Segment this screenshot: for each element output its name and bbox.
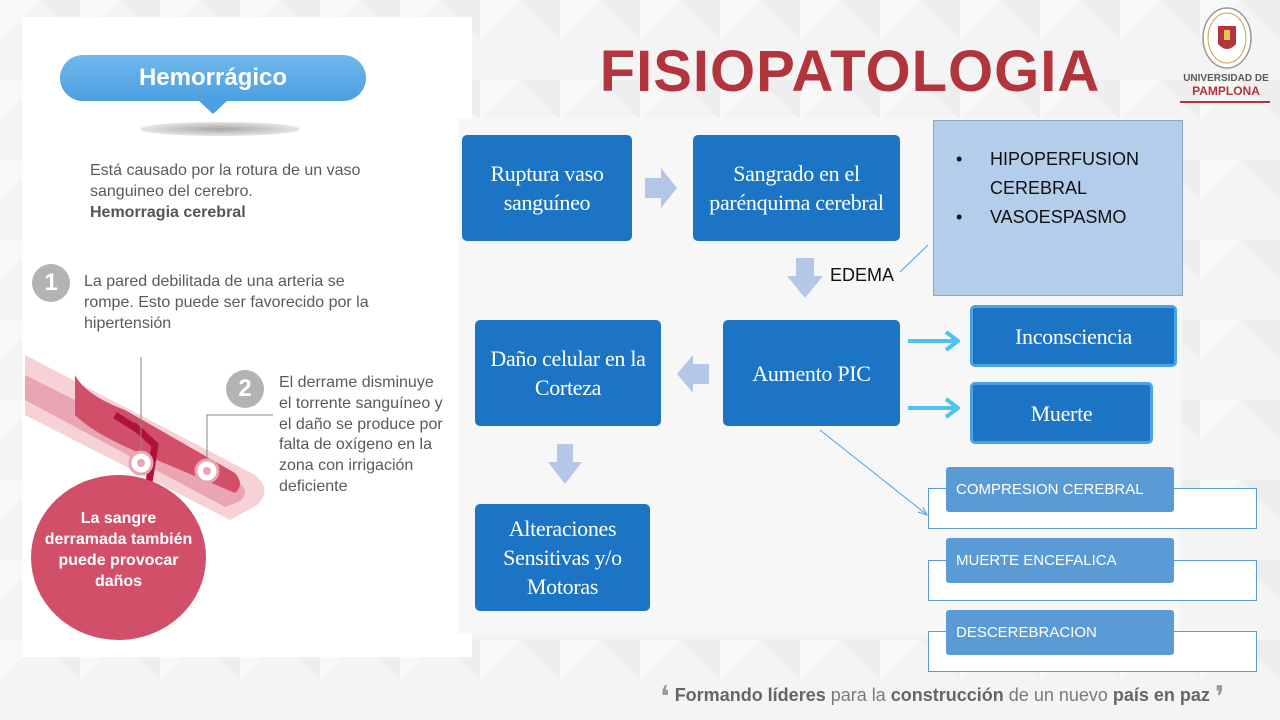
footer-part-5: país en paz — [1112, 685, 1210, 705]
info-item: HIPOPERFUSION CEREBRAL — [956, 145, 1162, 203]
step-1-text: La pared debilitada de una arteria se ro… — [84, 273, 369, 332]
artery-illustration — [25, 355, 273, 520]
callout-line-2 — [206, 414, 273, 459]
info-list: HIPOPERFUSION CEREBRAL VASOESPASMO — [956, 145, 1162, 232]
heading-shadow — [140, 122, 300, 136]
heading-pointer — [198, 100, 228, 114]
rupture-point-2-center — [203, 467, 211, 475]
slide-title: FISIOPATOLOGIA — [599, 39, 1101, 104]
rupture-point-1-center — [137, 459, 145, 467]
rupture-arrow — [113, 412, 159, 496]
blood-spill-circle — [31, 475, 206, 640]
hemorragico-heading: Hemorrágico — [60, 55, 366, 101]
intro-sentence: Está causado por la rotura de un vaso sa… — [90, 162, 361, 200]
arrow-down-2 — [548, 444, 582, 484]
node-muerte: Muerte — [970, 382, 1153, 444]
footer-part-1: Formando líderes — [674, 685, 826, 705]
footer-part-2: para la — [825, 685, 891, 705]
step-1-badge: 1 — [32, 264, 70, 302]
footer-part-4: de un nuevo — [1003, 685, 1113, 705]
hipoperfusion-info-box: HIPOPERFUSION CEREBRAL VASOESPASMO — [933, 120, 1183, 296]
node-aumento-pic: Aumento PIC — [723, 320, 900, 426]
step-2-text: El derrame disminuye el torrente sanguín… — [279, 374, 443, 495]
info-item: VASOESPASMO — [956, 203, 1162, 232]
complication-compresion: COMPRESION CEREBRAL — [946, 467, 1174, 512]
arrow-right-1 — [645, 168, 677, 208]
node-sangrado: Sangrado en el parénquima cerebral — [693, 135, 900, 241]
complications-connector-line — [819, 429, 928, 516]
node-ruptura: Ruptura vaso sanguíneo — [462, 135, 632, 241]
logo-bottom-text: PAMPLONA — [1192, 84, 1260, 98]
arrow-down-1 — [787, 258, 823, 298]
arrow-to-muerte — [908, 397, 960, 419]
blood-spill-text: La sangre derramada también puede provoc… — [44, 510, 193, 590]
intro-text: Está causado por la rotura de un vaso sa… — [90, 160, 380, 223]
quote-open-icon: ❛ — [660, 681, 670, 714]
logo-rule — [1180, 101, 1270, 103]
quote-close-icon: ❜ — [1214, 681, 1225, 714]
edema-label: EDEMA — [830, 265, 895, 285]
arrow-to-inconsciencia — [908, 330, 960, 352]
university-seal-icon — [1202, 7, 1252, 69]
footer-tagline: ❛ Formando líderes para la construcción … — [660, 680, 1260, 715]
node-alteraciones: Alteraciones Sensitivas y/o Motoras — [475, 504, 650, 611]
complication-descerebracion: DESCEREBRACION — [946, 610, 1174, 655]
node-inconsciencia: Inconsciencia — [970, 305, 1177, 367]
intro-strong: Hemorragia cerebral — [90, 204, 246, 221]
footer-part-3: construcción — [890, 685, 1004, 705]
node-dano-celular: Daño celular en la Corteza — [475, 320, 661, 426]
arrow-left-1 — [677, 355, 709, 393]
logo-top-text: UNIVERSIDAD DE — [1183, 73, 1269, 84]
complication-muerte-encefalica: MUERTE ENCEFALICA — [946, 538, 1174, 583]
step-2-badge: 2 — [226, 370, 264, 408]
edema-connector-line — [899, 244, 929, 273]
